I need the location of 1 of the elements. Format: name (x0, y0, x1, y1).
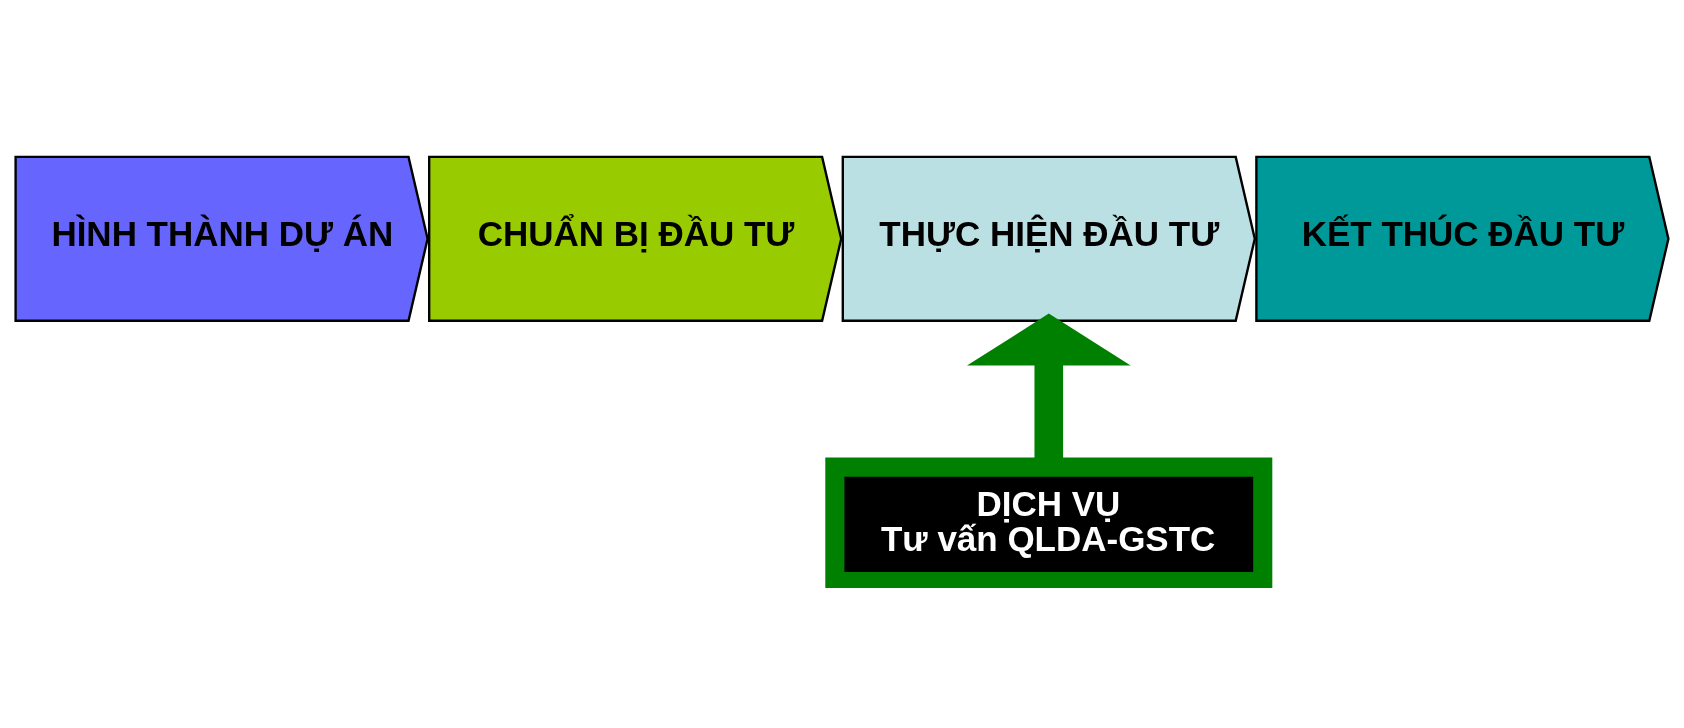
node-box: DỊCH VỤ Tư vấn QLDA-GSTC (825, 457, 1273, 588)
